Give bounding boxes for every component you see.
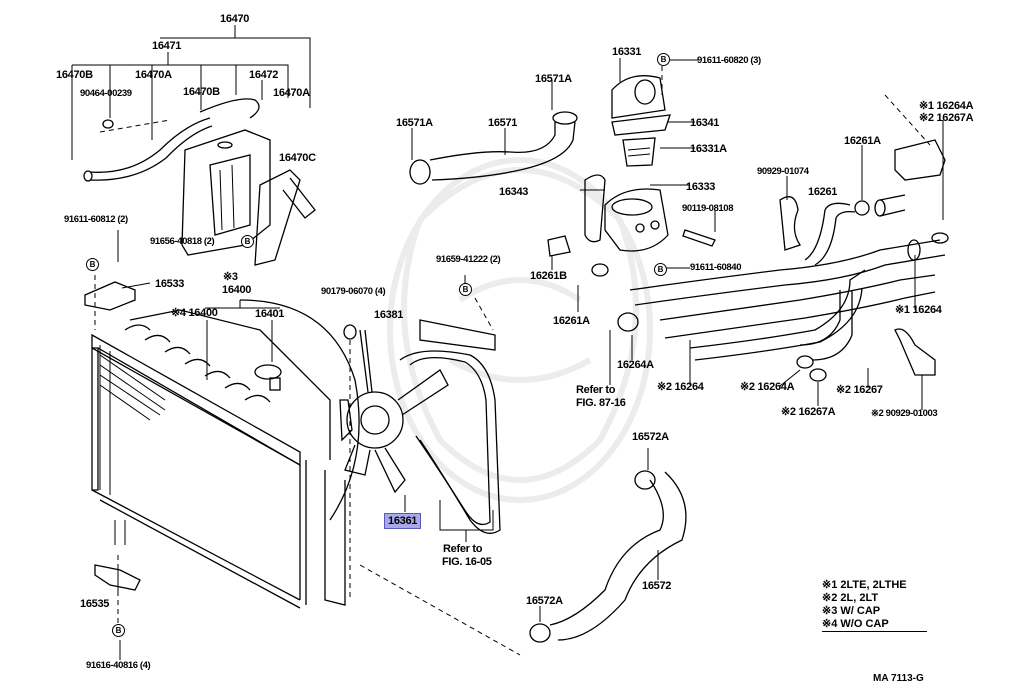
fan-assembly — [339, 324, 449, 600]
part-label-16572a[interactable]: 16572A — [632, 431, 669, 443]
part-label-16533[interactable]: 16533 — [155, 278, 185, 290]
legend-item: ※1 2LTE, 2LTHE — [822, 579, 907, 591]
bolt-symbol: B — [657, 53, 670, 66]
part-label-16472[interactable]: 16472 — [249, 69, 279, 81]
part-label-16571a-2[interactable]: 16571A — [535, 73, 572, 85]
part-label-16401[interactable]: 16401 — [255, 308, 285, 320]
part-label-16571a[interactable]: 16571A — [396, 117, 433, 129]
part-label-16381[interactable]: 16381 — [374, 309, 404, 321]
part-label-16261b[interactable]: 16261B — [530, 270, 567, 282]
part-label-16471[interactable]: 16471 — [152, 40, 182, 52]
reference-fig-16-05-line2[interactable]: FIG. 16-05 — [442, 556, 492, 568]
part-label-16261[interactable]: 16261 — [808, 186, 838, 198]
watermark-logo — [387, 157, 653, 503]
part-label-16470a[interactable]: 16470A — [135, 69, 172, 81]
engine-variant-legend: ※1 2LTE, 2LTHE ※2 2L, 2LT ※3 W/ CAP ※4 W… — [822, 579, 927, 632]
part-label-91611-60820[interactable]: 91611-60820 (3) — [697, 55, 761, 66]
part-label-91611-60812[interactable]: 91611-60812 (2) — [64, 214, 128, 225]
part-label-16470a-2[interactable]: 16470A — [273, 87, 310, 99]
bolt-symbol: B — [112, 624, 125, 637]
note-3-marker: ※3 — [223, 271, 238, 283]
part-label-16331[interactable]: 16331 — [612, 46, 642, 58]
legend-item: ※4 W/O CAP — [822, 618, 927, 632]
radiator — [91, 299, 360, 609]
part-label-90179-06070[interactable]: 90179-06070 (4) — [321, 286, 386, 297]
part-label-16341[interactable]: 16341 — [690, 117, 720, 129]
lower-radiator-hose — [359, 448, 687, 656]
bolt-symbol: B — [86, 258, 99, 271]
part-label-16264a[interactable]: 16264A — [617, 359, 654, 371]
part-label-16470c[interactable]: 16470C — [279, 152, 316, 164]
part-label-16267a-2l[interactable]: ※2 16267A — [781, 406, 836, 418]
bolt-symbol: B — [654, 263, 667, 276]
part-label-16361-selected[interactable]: 16361 — [384, 513, 422, 529]
bolt-symbol: B — [459, 283, 472, 296]
bolt-symbol: B — [241, 235, 254, 248]
thermostat-housing — [547, 58, 716, 270]
reference-fig-87-16-line1[interactable]: Refer to — [576, 384, 616, 396]
figure-code: MA 7113-G — [873, 673, 924, 684]
part-label-91616-40816[interactable]: 91616-40816 (4) — [86, 660, 151, 671]
reservoir-assembly — [71, 25, 316, 266]
part-label-16267a-2l-top[interactable]: ※2 16267A — [919, 112, 974, 124]
legend-item: ※3 W/ CAP — [822, 605, 881, 617]
part-label-16331a[interactable]: 16331A — [690, 143, 727, 155]
radiator-support-upper — [84, 275, 136, 330]
part-label-16400[interactable]: 16400 — [222, 284, 252, 296]
part-label-16400-wo-cap[interactable]: ※4 16400 — [171, 307, 218, 319]
part-label-16470b-2[interactable]: 16470B — [183, 86, 220, 98]
part-label-16261a-2[interactable]: 16261A — [844, 135, 881, 147]
part-label-16572[interactable]: 16572 — [642, 580, 672, 592]
part-label-91659-41222[interactable]: 91659-41222 (2) — [436, 254, 501, 265]
part-label-90929-01003[interactable]: ※2 90929-01003 — [871, 408, 938, 419]
part-label-16264a-2l[interactable]: ※2 16264A — [740, 381, 795, 393]
reference-fig-87-16-line2[interactable]: FIG. 87-16 — [576, 397, 626, 409]
radiator-support-lower — [94, 555, 141, 625]
reference-fig-16-05-line1[interactable]: Refer to — [443, 543, 483, 555]
upper-radiator-hose — [409, 80, 578, 185]
part-label-16333[interactable]: 16333 — [686, 181, 716, 193]
part-label-16267-2l[interactable]: ※2 16267 — [836, 384, 883, 396]
part-label-16264-2lte[interactable]: ※1 16264 — [895, 304, 942, 316]
part-label-16470b[interactable]: 16470B — [56, 69, 93, 81]
part-label-90929-01074[interactable]: 90929-01074 — [757, 166, 809, 177]
part-label-16343[interactable]: 16343 — [499, 186, 529, 198]
part-label-16572a-2[interactable]: 16572A — [526, 595, 563, 607]
part-label-16264-2l[interactable]: ※2 16264 — [657, 381, 704, 393]
part-label-16264a-2lte[interactable]: ※1 16264A — [919, 100, 974, 112]
drive-belt — [399, 350, 501, 542]
part-label-91656-40818[interactable]: 91656-40818 (2) — [150, 236, 215, 247]
part-label-90119-08108[interactable]: 90119-08108 — [682, 203, 734, 214]
part-label-16470[interactable]: 16470 — [220, 13, 250, 25]
part-label-90464-00239[interactable]: 90464-00239 — [80, 88, 132, 99]
part-label-16571[interactable]: 16571 — [488, 117, 518, 129]
part-label-16535[interactable]: 16535 — [80, 598, 110, 610]
part-label-91611-60840[interactable]: 91611-60840 — [690, 262, 742, 273]
part-label-16261a[interactable]: 16261A — [553, 315, 590, 327]
legend-item: ※2 2L, 2LT — [822, 592, 879, 604]
heater-hoses — [577, 94, 949, 410]
